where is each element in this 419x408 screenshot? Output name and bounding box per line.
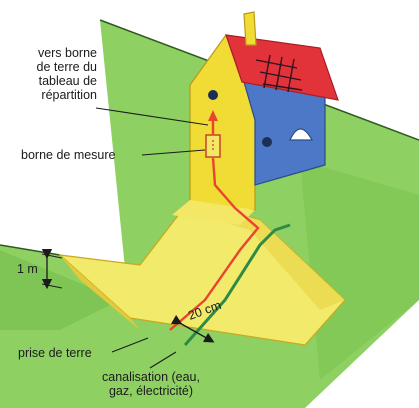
leader-vers-borne: [95, 107, 209, 126]
leader-canalisation: [149, 351, 177, 369]
label-vers-borne-line4: répartition: [41, 88, 97, 102]
house-roof: [225, 34, 339, 101]
chimney: [243, 11, 257, 46]
label-vers-borne: vers borne de terre du tableau de répart…: [15, 46, 97, 102]
label-borne-mesure: borne de mesure: [21, 148, 116, 162]
roof-grid: [255, 54, 303, 93]
depth-dimension: [41, 248, 63, 290]
leader-prise-terre: [111, 337, 149, 353]
label-prise-terre: prise de terre: [18, 346, 92, 360]
house: [172, 11, 339, 225]
label-vers-borne-line2: de terre du: [36, 60, 97, 74]
label-vers-borne-line1: vers borne: [37, 46, 97, 60]
label-canalisation: canalisation (eau, gaz, électricité): [76, 370, 226, 398]
earth-wire: [169, 157, 260, 331]
label-canalisation-line2: gaz, électricité): [108, 384, 194, 398]
label-canalisation-line1: canalisation (eau,: [102, 370, 200, 384]
label-vers-borne-line3: tableau de: [38, 74, 97, 88]
trench: [58, 199, 346, 346]
label-depth: 1 m: [17, 262, 38, 276]
leader-borne-mesure: [141, 149, 206, 156]
